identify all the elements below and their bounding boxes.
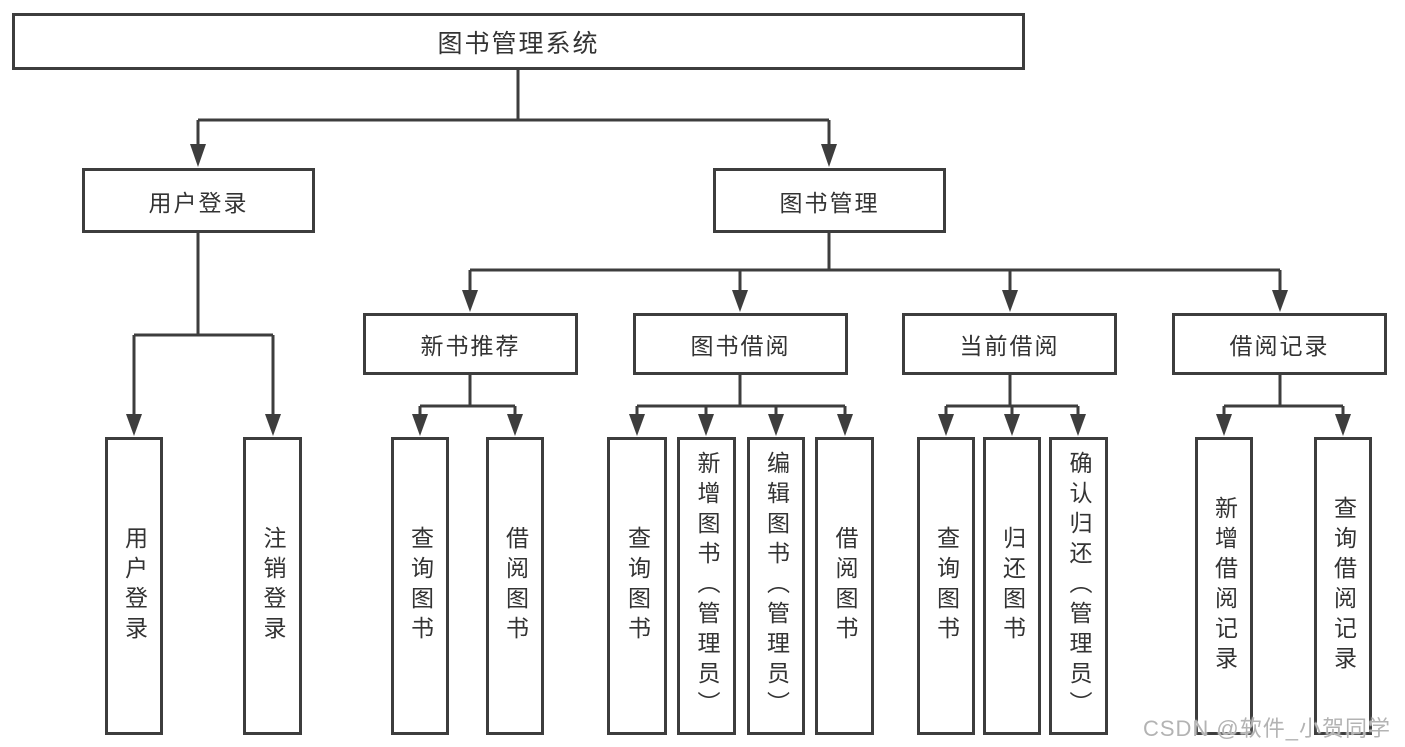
arrow-down-icon xyxy=(126,414,142,436)
node-new-book-recommend: 新书推荐 xyxy=(363,313,578,375)
arrow-down-icon xyxy=(1002,290,1018,312)
leaf-logout: 注销登录 xyxy=(243,437,302,735)
connector-new-book-recommend-split xyxy=(418,375,517,416)
node-book-management-system: 图书管理系统 xyxy=(12,13,1025,70)
leaf-query-books-recommend: 查询图书 xyxy=(391,437,449,735)
leaf-query-borrow-record: 查询借阅记录 xyxy=(1314,437,1372,735)
node-label: 查询借阅记录 xyxy=(1330,496,1357,676)
node-label: 图书管理系统 xyxy=(437,29,600,58)
arrow-down-icon xyxy=(837,414,853,436)
arrow-down-icon xyxy=(821,144,837,167)
node-label: 借阅记录 xyxy=(1229,333,1330,359)
leaf-borrow-books-recommend: 借阅图书 xyxy=(486,437,544,735)
leaf-borrow-books: 借阅图书 xyxy=(815,437,874,735)
node-label: 确认归还（管理员） xyxy=(1066,451,1092,721)
connector-borrow-records-split xyxy=(1222,375,1345,416)
csdn-watermark: CSDN @软件_小贺同学 xyxy=(1142,716,1391,741)
node-label: 当前借阅 xyxy=(959,333,1060,359)
arrow-down-icon xyxy=(1272,290,1288,312)
leaf-edit-books-admin: 编辑图书（管理员） xyxy=(747,437,805,735)
arrow-down-icon xyxy=(190,144,206,167)
node-label: 新增图书（管理员） xyxy=(694,451,720,721)
arrow-down-icon xyxy=(938,414,954,436)
node-book-management: 图书管理 xyxy=(713,168,946,233)
leaf-add-borrow-record: 新增借阅记录 xyxy=(1195,437,1253,735)
arrow-down-icon xyxy=(507,414,523,436)
node-borrow-records: 借阅记录 xyxy=(1172,313,1387,375)
leaf-query-books-borrow: 查询图书 xyxy=(607,437,667,735)
node-label: 用户登录 xyxy=(148,189,249,216)
leaf-add-books-admin: 新增图书（管理员） xyxy=(677,437,736,735)
arrow-down-icon xyxy=(412,414,428,436)
arrow-down-icon xyxy=(698,414,714,436)
node-label: 借阅图书 xyxy=(832,526,858,646)
arrow-down-icon xyxy=(1216,414,1232,436)
leaf-confirm-return-admin: 确认归还（管理员） xyxy=(1049,437,1108,735)
arrow-down-icon xyxy=(768,414,784,436)
node-label: 图书借阅 xyxy=(690,333,791,359)
node-current-borrow: 当前借阅 xyxy=(902,313,1117,375)
arrow-down-icon xyxy=(265,414,281,436)
node-label: 新增借阅记录 xyxy=(1211,496,1238,676)
node-book-borrow: 图书借阅 xyxy=(633,313,848,375)
connector-user-login-split xyxy=(132,233,275,416)
connector-root-split xyxy=(196,70,831,146)
node-label: 归还图书 xyxy=(999,526,1026,646)
node-user-login: 用户登录 xyxy=(82,168,315,233)
connector-book-borrow-split xyxy=(635,375,847,416)
node-label: 编辑图书（管理员） xyxy=(763,451,790,721)
arrow-down-icon xyxy=(732,290,748,312)
node-label: 用户登录 xyxy=(121,526,148,646)
connector-book-management-split xyxy=(468,233,1282,292)
arrow-down-icon xyxy=(629,414,645,436)
arrow-down-icon xyxy=(1070,414,1086,436)
leaf-query-books-current: 查询图书 xyxy=(917,437,975,735)
node-label: 图书管理 xyxy=(779,189,880,216)
leaf-user-login: 用户登录 xyxy=(105,437,163,735)
node-label: 查询图书 xyxy=(624,526,651,646)
arrow-down-icon xyxy=(1004,414,1020,436)
leaf-return-books: 归还图书 xyxy=(983,437,1041,735)
node-label: 查询图书 xyxy=(933,526,960,646)
node-label: 借阅图书 xyxy=(502,526,529,646)
node-label: 新书推荐 xyxy=(420,333,521,359)
node-label: 注销登录 xyxy=(260,526,286,646)
node-label: 查询图书 xyxy=(407,526,434,646)
arrow-down-icon xyxy=(462,290,478,312)
arrow-down-icon xyxy=(1335,414,1351,436)
connector-current-borrow-split xyxy=(944,375,1080,416)
